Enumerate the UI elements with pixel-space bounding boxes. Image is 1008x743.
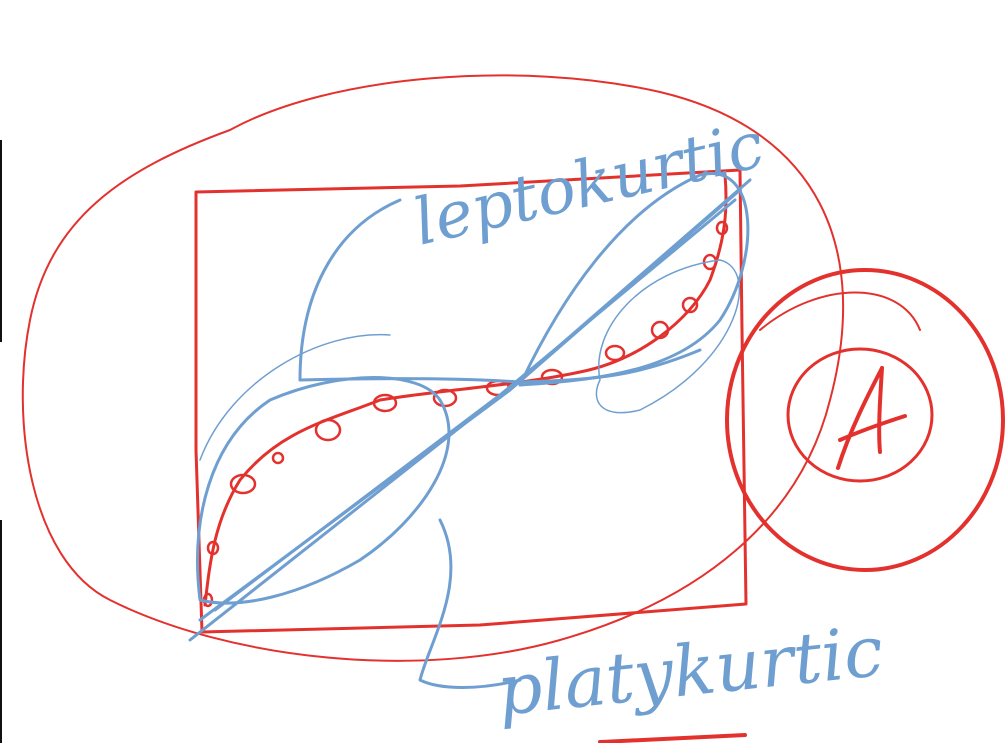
red-target-circles bbox=[725, 268, 1005, 572]
red-outer-loop bbox=[21, 74, 845, 662]
red-s-curve bbox=[203, 173, 728, 607]
edge-bar-bottom bbox=[0, 520, 2, 743]
edge-bar-top bbox=[0, 140, 2, 342]
label-leptokurtic: leptokurtic bbox=[407, 108, 771, 260]
blue-curves bbox=[188, 172, 752, 689]
red-underline bbox=[598, 733, 747, 743]
circled-letter-a bbox=[836, 366, 907, 470]
red-data-points bbox=[202, 220, 729, 608]
red-frame bbox=[194, 168, 748, 634]
label-platykurtic: platykurtic bbox=[493, 610, 887, 732]
